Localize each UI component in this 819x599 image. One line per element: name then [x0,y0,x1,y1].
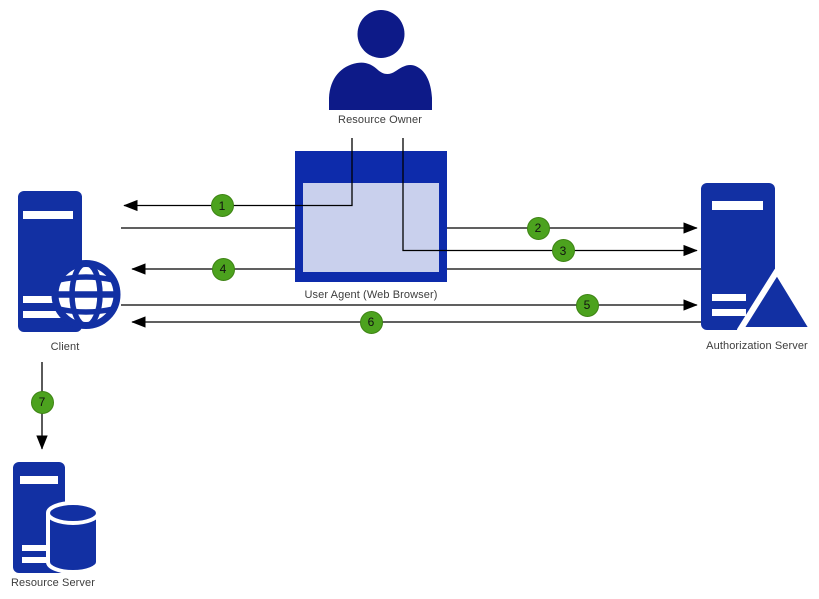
server-slot [23,211,73,219]
globe-icon [51,260,121,329]
step-badge-2: 2 [526,216,550,240]
triangle-icon [737,268,816,333]
browser-window-body [303,183,439,272]
step-badge-7: 7 [30,390,54,414]
authorization-server-label: Authorization Server [706,340,808,352]
person-icon [329,10,432,110]
server-slot [712,201,763,210]
arrow-step-3 [402,138,698,257]
client-label: Client [50,341,80,353]
database-icon [46,501,100,574]
browser-window-icon [295,151,447,282]
user-agent-label: User Agent (Web Browser) [304,289,438,301]
server-slot [22,545,48,551]
step-badge-4: 4 [211,257,235,281]
server-slot [712,309,746,316]
server-slot [712,294,746,301]
server-slot [23,311,63,318]
resource-owner-label: Resource Owner [338,114,422,126]
step-badge-1: 1 [210,194,234,217]
step-badge-5: 5 [575,293,599,317]
server-slot [20,476,58,484]
resource-server-label: Resource Server [10,577,96,589]
server-slot [23,296,63,303]
step-badge-3: 3 [551,239,575,262]
step-badge-6: 6 [359,310,383,334]
server-slot [22,557,48,563]
authorization-server-tower [701,183,775,330]
